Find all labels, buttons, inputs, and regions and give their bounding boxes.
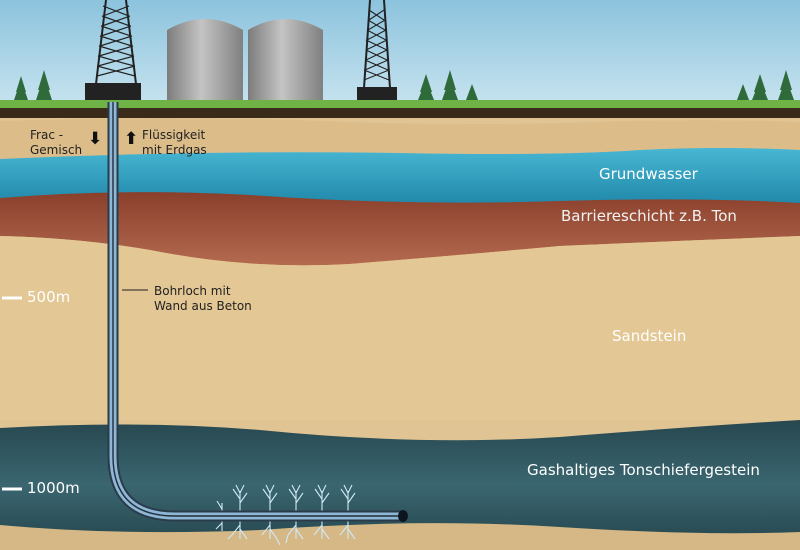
depth-1000-label: 1000m: [27, 479, 80, 497]
storage-tanks: [167, 19, 323, 103]
sand-upper: [0, 118, 800, 160]
grass: [0, 100, 800, 108]
depth-500-label: 500m: [27, 288, 71, 306]
drilling-rig-right: [357, 0, 397, 102]
fluid-gas-label: Flüssigkeit mit Erdgas: [142, 128, 207, 157]
sandstone-band: [0, 236, 800, 420]
bottom-sand: [0, 523, 800, 550]
down-arrow-icon: ⬇: [88, 129, 103, 149]
groundwater-label: Grundwasser: [599, 165, 698, 183]
sandstone-label: Sandstein: [612, 327, 687, 345]
borehole-label: Bohrloch mit Wand aus Beton: [154, 284, 252, 313]
barrier-layer: [0, 192, 800, 266]
barrier-label: Barriereschicht z.B. Ton: [561, 207, 737, 225]
trees-right: [418, 70, 794, 100]
frac-mix-label: Frac - Gemisch: [30, 128, 83, 157]
fractures: [215, 484, 356, 546]
borehole: [107, 102, 408, 522]
trees-left: [14, 70, 52, 100]
up-arrow-icon: ⬆: [124, 129, 139, 149]
groundwater-layer: [0, 148, 800, 206]
shale-label: Gashaltiges Tonschiefergestein: [527, 461, 760, 479]
drilling-rig-left: [85, 0, 141, 101]
